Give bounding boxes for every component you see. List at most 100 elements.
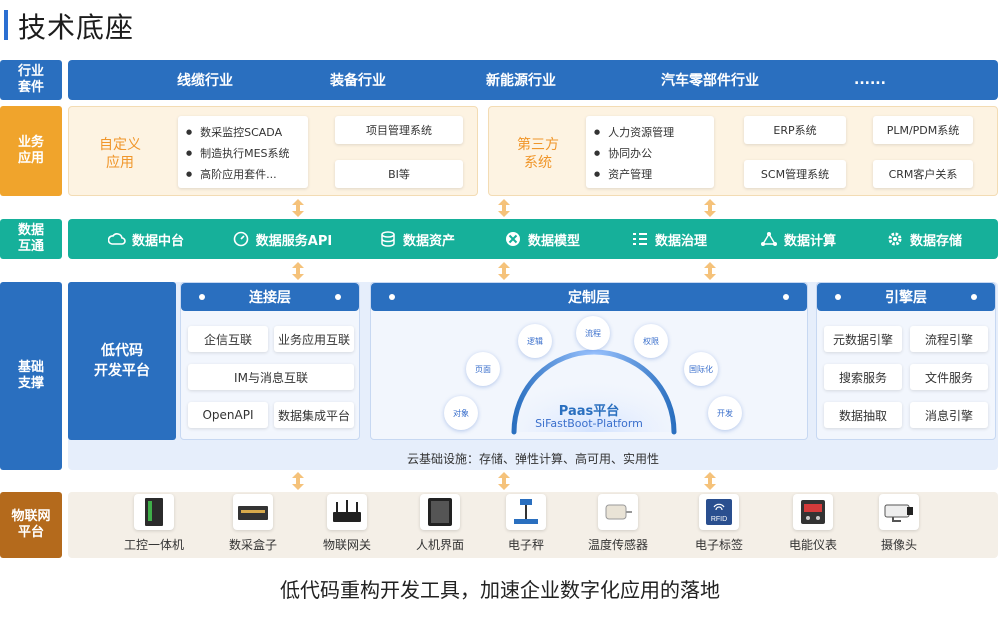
- gear-icon: [888, 232, 902, 246]
- list-icon: [632, 233, 647, 245]
- data-item-model: 数据模型: [496, 219, 588, 259]
- data-item-label: 数据治理: [654, 233, 707, 249]
- model-icon: [505, 232, 520, 246]
- row-label-iot: 物联网 平台: [0, 492, 62, 558]
- scale-icon: [506, 494, 546, 530]
- custom-layer-title: 定制层: [568, 290, 610, 306]
- industry-item-auto-parts: 汽车零部件行业: [661, 73, 759, 89]
- paas-node-label: 国际化: [689, 364, 713, 374]
- industry-item-new-energy: 新能源行业: [486, 73, 556, 89]
- device-camera: 摄像头: [859, 494, 939, 553]
- data-item-label: 数据服务API: [255, 233, 333, 249]
- data-item-governance: 数据治理: [624, 219, 714, 259]
- header-dot: [335, 294, 341, 300]
- device-label: 物联网关: [322, 538, 371, 552]
- header-dot: [199, 294, 205, 300]
- header-dot: [783, 294, 789, 300]
- device-hmi: 人机界面: [400, 494, 480, 553]
- custom-layer-header: 定制层: [371, 283, 807, 311]
- industrial-pc-icon: [134, 494, 174, 530]
- double-arrow-icon: [498, 262, 510, 280]
- paas-node-object: 对象: [444, 396, 478, 430]
- device-rfid: RFID 电子标签: [679, 494, 759, 553]
- device-label: 数采盒子: [228, 538, 277, 552]
- row-label-base: 基础 支撑: [0, 282, 62, 470]
- paas-node-label: 逻辑: [527, 336, 543, 346]
- title-accent-bar: [4, 10, 8, 40]
- data-item-compute: 数据计算: [752, 219, 844, 259]
- paas-node-label: 权限: [643, 336, 659, 346]
- connect-item: 业务应用互联: [274, 326, 354, 352]
- gateway-icon: [327, 494, 367, 530]
- header-dot: [389, 294, 395, 300]
- bi-box: BI等: [335, 160, 463, 188]
- industry-item-equipment: 装备行业: [330, 73, 386, 89]
- header-dot: [835, 294, 841, 300]
- custom-apps-heading: 自定义 应用: [99, 137, 141, 171]
- plm-box: PLM/PDM系统: [873, 116, 973, 144]
- database-icon: [381, 231, 395, 247]
- network-icon: [760, 232, 777, 246]
- device-label: 电子标签: [694, 538, 743, 552]
- double-arrow-icon: [498, 199, 510, 217]
- data-item-label: 数据模型: [527, 233, 580, 249]
- device-scale: 电子秤: [486, 494, 566, 553]
- cloud-infrastructure-bar: 云基础设施：存储、弹性计算、高可用、实用性: [406, 451, 659, 466]
- double-arrow-icon: [498, 472, 510, 490]
- data-item-label: 数据计算: [783, 233, 836, 249]
- list-item: 数采监控SCADA: [186, 122, 300, 143]
- double-arrow-icon: [704, 262, 716, 280]
- double-arrow-icon: [292, 199, 304, 217]
- connect-item: 数据集成平台: [274, 402, 354, 428]
- data-item-storage: 数据存储: [878, 219, 970, 259]
- double-arrow-icon: [704, 472, 716, 490]
- industry-bar: [68, 60, 998, 100]
- device-label: 工控一体机: [123, 538, 184, 552]
- camera-icon: [879, 494, 919, 530]
- page-title: 技术底座: [18, 11, 135, 44]
- row-label-industry: 行业 套件: [0, 60, 62, 100]
- row-label-business: 业务 应用: [0, 106, 62, 196]
- connect-item: 企信互联: [188, 326, 268, 352]
- engine-layer-header: 引擎层: [817, 283, 995, 311]
- rfid-tag-icon: RFID: [699, 494, 739, 530]
- third-party-heading: 第三方 系统: [517, 137, 559, 171]
- gauge-icon: [233, 231, 249, 247]
- list-item: 资产管理: [594, 164, 706, 185]
- row-label-data: 数据 互通: [0, 219, 62, 259]
- paas-node-flow: 流程: [576, 316, 610, 350]
- double-arrow-icon: [292, 472, 304, 490]
- engine-item: 数据抽取: [824, 402, 902, 428]
- device-label: 电能仪表: [788, 538, 837, 552]
- paas-node-label: 开发: [717, 408, 733, 418]
- device-label: 电子秤: [507, 538, 544, 552]
- engine-item: 流程引擎: [910, 326, 988, 352]
- industry-item-more: ......: [854, 72, 886, 88]
- device-gateway: 物联网关: [307, 494, 387, 553]
- data-item-hub: 数据中台: [96, 219, 196, 259]
- erp-box: ERP系统: [744, 116, 846, 144]
- engine-item: 消息引擎: [910, 402, 988, 428]
- data-item-assets: 数据资产: [372, 219, 462, 259]
- device-meter: 电能仪表: [773, 494, 853, 553]
- engine-layer-title: 引擎层: [885, 290, 927, 306]
- device-label: 人机界面: [415, 538, 464, 552]
- industry-item-cable: 线缆行业: [177, 73, 233, 89]
- data-item-api: 数据服务API: [222, 219, 342, 259]
- engine-item: 元数据引擎: [824, 326, 902, 352]
- engine-item: 文件服务: [910, 364, 988, 390]
- header-dot: [971, 294, 977, 300]
- data-item-label: 数据中台: [131, 233, 184, 249]
- list-item: 人力资源管理: [594, 122, 706, 143]
- paas-title: Paas平台: [558, 404, 620, 419]
- device-dtu: 数采盒子: [213, 494, 293, 553]
- paas-node-i18n: 国际化: [684, 352, 718, 386]
- connect-layer-title: 连接层: [249, 290, 291, 306]
- double-arrow-icon: [704, 199, 716, 217]
- connect-item: IM与消息互联: [188, 364, 354, 390]
- lowcode-platform-box: 低代码 开发平台: [68, 282, 176, 440]
- device-label: 温度传感器: [587, 538, 648, 552]
- list-item: 制造执行MES系统: [186, 143, 300, 164]
- data-item-label: 数据存储: [909, 233, 962, 249]
- paas-subtitle: SiFastBoot-Platform: [535, 417, 643, 430]
